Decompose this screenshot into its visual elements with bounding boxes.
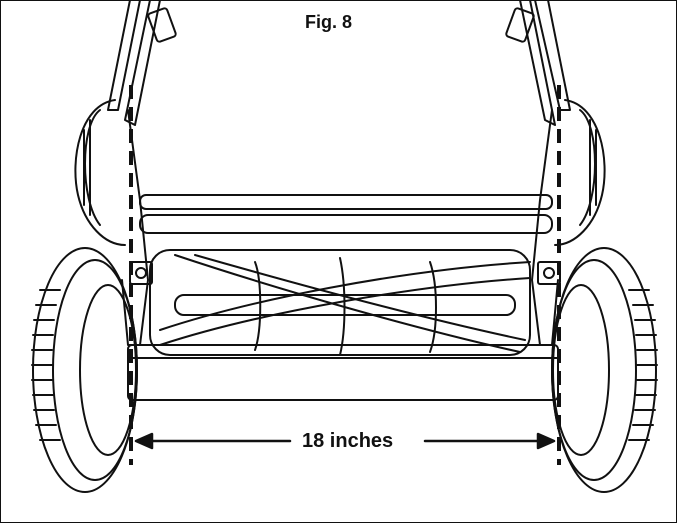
upper-crossbar (139, 194, 553, 234)
right-back-wheel (554, 99, 606, 246)
left-arrow-icon (134, 432, 154, 450)
right-handle (505, 0, 571, 126)
figure-title: Fig. 8 (305, 12, 353, 32)
right-hub (537, 261, 561, 285)
reel-blades (149, 249, 531, 356)
measurement-arrow (134, 432, 556, 450)
left-back-wheel (74, 99, 126, 246)
right-side-frame (531, 109, 559, 346)
measurement-label: 18 inches (298, 430, 398, 453)
right-front-wheel (551, 247, 658, 493)
left-handle (107, 0, 177, 126)
left-side-frame (121, 109, 149, 346)
left-front-wheel (31, 247, 138, 493)
front-roller (127, 344, 559, 401)
right-arrow-icon (536, 432, 556, 450)
